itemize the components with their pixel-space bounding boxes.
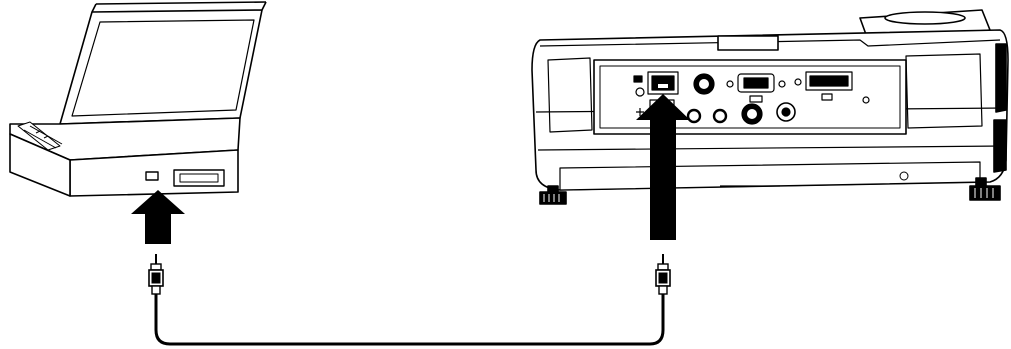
cable-end-left bbox=[148, 254, 164, 295]
rca-icon bbox=[776, 102, 796, 122]
laptop-icon bbox=[9, 1, 267, 197]
audio-in-icon bbox=[712, 108, 728, 124]
keyboard bbox=[17, 121, 63, 151]
arrow-to-laptop bbox=[131, 190, 185, 244]
cable-end-right bbox=[655, 254, 671, 295]
svideo-icon bbox=[693, 73, 715, 95]
projector-ports bbox=[633, 71, 870, 125]
audio-cable-icon bbox=[148, 254, 671, 346]
arrow-to-projector bbox=[636, 94, 690, 240]
cable-wire bbox=[154, 294, 665, 346]
dvi-icon bbox=[805, 71, 853, 101]
projector-icon bbox=[531, 9, 1009, 205]
audio-out-icon bbox=[686, 108, 702, 124]
ethernet-icon bbox=[647, 71, 679, 95]
monitor-icon bbox=[737, 73, 775, 103]
audio-jack-icon bbox=[145, 171, 159, 181]
projector-feet bbox=[539, 177, 1001, 205]
